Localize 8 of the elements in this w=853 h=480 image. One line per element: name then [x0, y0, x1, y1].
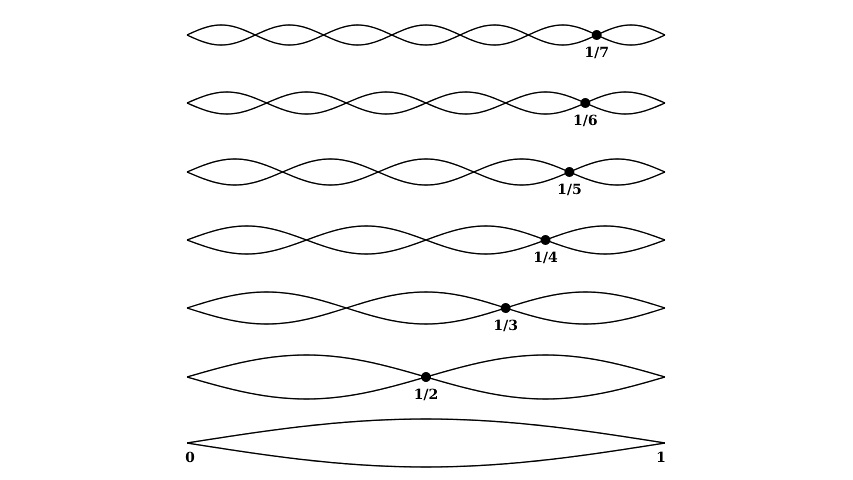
- fraction-label: 1/7: [584, 45, 609, 61]
- fraction-label: 1/5: [557, 182, 582, 198]
- fraction-label: 1/6: [573, 113, 598, 129]
- fraction-label: 1/2: [414, 387, 438, 403]
- fraction-label: 1: [656, 450, 666, 466]
- fraction-label: 1/4: [533, 250, 558, 266]
- fraction-label: 0: [185, 450, 195, 466]
- fraction-label: 1/3: [493, 318, 518, 334]
